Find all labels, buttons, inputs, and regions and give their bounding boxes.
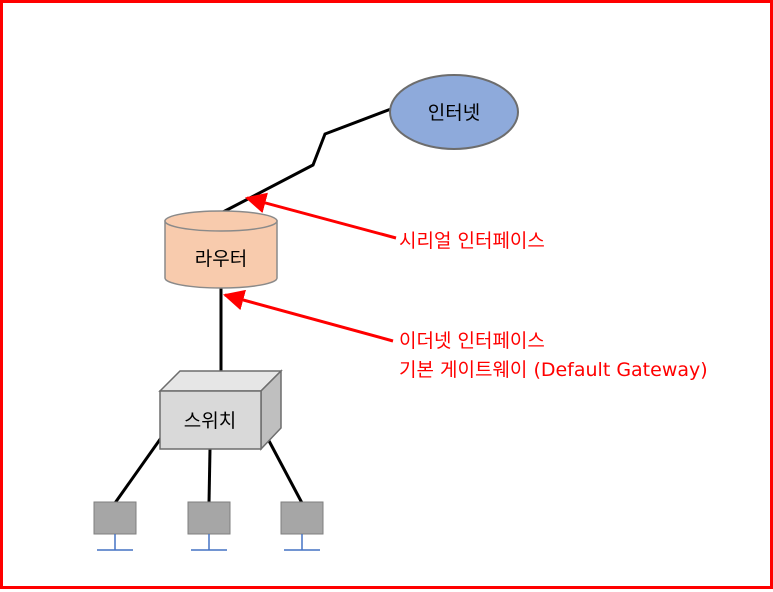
switch-host-2-link <box>207 448 212 504</box>
internet-label: 인터넷 <box>428 102 480 124</box>
default-gateway-label: 기본 게이트웨이 (Default Gateway) <box>399 359 708 381</box>
switch-host-1-link <box>113 437 163 504</box>
host-2 <box>187 501 231 551</box>
switch-host-3-link <box>266 438 304 504</box>
router-label: 라우터 <box>195 248 247 270</box>
ethernet-interface-label: 이더넷 인터페이스 <box>399 330 545 352</box>
host-3 <box>280 501 324 551</box>
router-node: 라우터 <box>164 210 278 289</box>
serial-link <box>222 107 392 214</box>
network-diagram: 인터넷 라우터 스위치 시리얼 인터페이스 이더넷 인터페이스 기본 게이트웨이… <box>93 74 708 551</box>
internet-node: 인터넷 <box>389 74 519 150</box>
host-1 <box>93 501 137 551</box>
ethernet-annotation-arrow <box>222 289 394 343</box>
serial-interface-label: 시리얼 인터페이스 <box>399 230 545 252</box>
switch-node: 스위치 <box>158 369 283 451</box>
switch-label: 스위치 <box>184 410 236 432</box>
serial-annotation-arrow <box>244 192 397 240</box>
